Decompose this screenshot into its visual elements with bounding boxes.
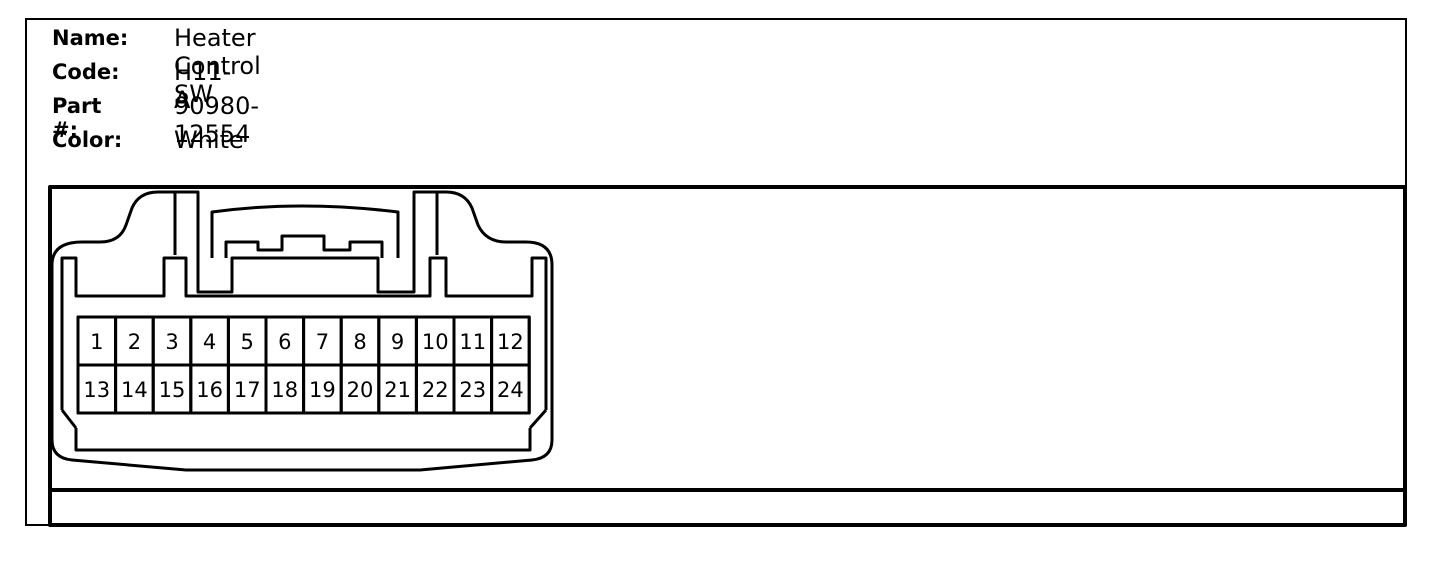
pin-number: 12: [497, 330, 524, 354]
pin-number: 22: [422, 378, 449, 402]
part-label: Part #:: [52, 94, 102, 142]
pin-number: 2: [128, 330, 141, 354]
pin-cavity: [490, 363, 531, 415]
color-label: Color:: [52, 128, 123, 152]
pin-number: 17: [234, 378, 261, 402]
pin-number: 18: [271, 378, 298, 402]
pin-number: 13: [83, 378, 110, 402]
name-label: Name:: [52, 26, 129, 50]
key-tabs: [224, 234, 384, 258]
connector-housing-outline: [50, 190, 554, 472]
pin-number: 11: [459, 330, 486, 354]
pin-number: 15: [159, 378, 186, 402]
pin-number: 8: [353, 330, 366, 354]
pin-number: 16: [196, 378, 223, 402]
pin-number: 21: [384, 378, 411, 402]
pin-number: 6: [278, 330, 291, 354]
top-rib: [210, 204, 400, 258]
shroud-chamfer-left: [60, 409, 78, 429]
pin-number: 10: [422, 330, 449, 354]
code-value: H11-A: [174, 58, 232, 114]
panel-frame: [48, 185, 1407, 527]
pin-number: 3: [165, 330, 178, 354]
pin-number: 23: [459, 378, 486, 402]
part-value: 90980-12554: [174, 92, 260, 148]
pin-number: 4: [203, 330, 216, 354]
pin-number: 7: [316, 330, 329, 354]
inner-shroud: [60, 256, 548, 410]
code-label: Code:: [52, 60, 120, 84]
pin-number: 14: [121, 378, 148, 402]
pin-number: 5: [241, 330, 254, 354]
pin-number: 19: [309, 378, 336, 402]
bottom-skirt: [74, 428, 532, 452]
name-value: Heater Control SW: [174, 24, 261, 108]
color-value: White: [174, 126, 244, 154]
pin-number: 20: [347, 378, 374, 402]
shroud-chamfer-right: [528, 409, 548, 429]
pin-number: 24: [497, 378, 524, 402]
pin-number: 1: [90, 330, 103, 354]
pin-number: 9: [391, 330, 404, 354]
